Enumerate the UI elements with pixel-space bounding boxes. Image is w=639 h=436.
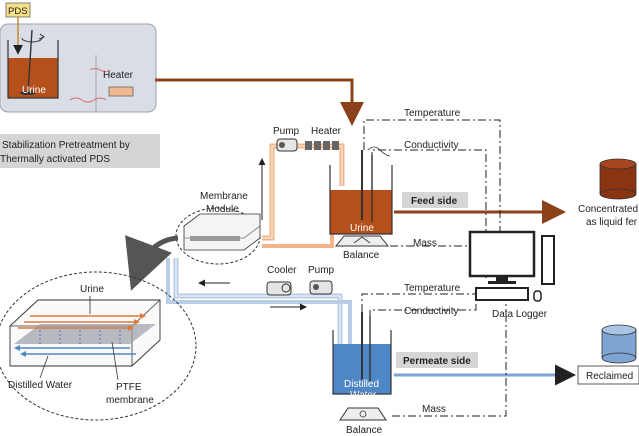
- heater-element: [108, 86, 134, 97]
- feed-urine-label: Urine: [350, 223, 374, 234]
- concentrated-label-line2: as liquid fer: [586, 217, 638, 228]
- mass-bottom-label: Mass: [422, 404, 446, 415]
- signal-lines-top: [363, 119, 501, 278]
- detail-urine-label: Urine: [80, 284, 104, 295]
- data-logger-computer: [468, 230, 555, 302]
- reclaimed-box: [577, 365, 639, 385]
- pretreatment-caption-line2: Thermally activated PDS: [0, 154, 110, 165]
- membrane-module: [183, 213, 261, 251]
- temperature-bottom-label: Temperature: [404, 283, 461, 294]
- permeate-side-box: [396, 352, 478, 368]
- transfer-arrow: [155, 78, 364, 126]
- reclaimed-label: Reclaimed: [586, 371, 633, 382]
- pretreatment-urine-label: Urine: [22, 85, 46, 96]
- balance-top: [334, 235, 390, 247]
- feed-side-label: Feed side: [411, 196, 458, 207]
- temperature-top-label: Temperature: [404, 108, 461, 119]
- pds-label: PDS: [8, 6, 28, 17]
- membrane-detail: [9, 296, 161, 381]
- feed-side-box: [402, 192, 468, 208]
- pump-bottom-label: Pump: [308, 265, 335, 276]
- detail-distilled-label: Distilled Water: [8, 380, 73, 391]
- reclaimed-container: [601, 324, 637, 364]
- permeate-side-label: Permeate side: [403, 356, 471, 367]
- pretreatment-panel: Urine PDS Heater: [0, 2, 157, 113]
- heater-top-label: Heater: [103, 70, 134, 81]
- pump-top-label: Pump: [273, 126, 300, 137]
- signal-lines-bottom: [361, 293, 507, 417]
- pretreatment-beaker: [7, 29, 59, 99]
- data-logger-label: Data Logger: [492, 309, 548, 320]
- balance-top-label: Balance: [343, 250, 380, 261]
- membrane-module-label-line1: Membrane: [200, 191, 248, 202]
- ptfe-label-line1: PTFE: [116, 382, 142, 393]
- heater-line-label: Heater: [311, 126, 342, 137]
- mass-top-label: Mass: [413, 238, 437, 249]
- concentrate-container: [599, 158, 637, 200]
- balance-bottom: [339, 407, 387, 421]
- distilled-beaker-label-line2: Water: [350, 390, 377, 401]
- zoom-arrow: [125, 235, 179, 291]
- conductivity-bottom-label: Conductivity: [404, 306, 458, 317]
- permeate-loop: [166, 258, 352, 356]
- cooler-label: Cooler: [267, 265, 297, 276]
- distilled-beaker-label-line1: Distilled: [344, 379, 379, 390]
- balance-bottom-label: Balance: [346, 425, 383, 436]
- pretreatment-caption-box: [0, 134, 160, 168]
- conductivity-top-label: Conductivity: [404, 140, 458, 151]
- inline-heater: [305, 141, 339, 150]
- permeate-beaker: [332, 312, 392, 395]
- feed-beaker: [329, 146, 393, 235]
- pretreatment-caption-line1: Stabilization Pretreatment by: [2, 140, 130, 151]
- ptfe-label-line2: membrane: [106, 395, 154, 406]
- membrane-module-label-line2: Module: [206, 204, 239, 215]
- concentrated-label-line1: Concentrated: [578, 204, 638, 215]
- detail-outline: [0, 271, 197, 421]
